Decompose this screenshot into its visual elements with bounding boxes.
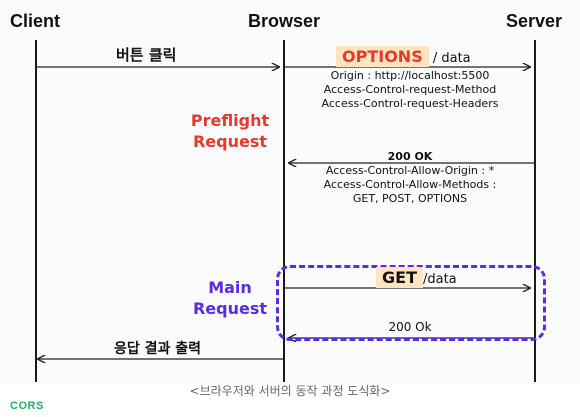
actor-client: Client [10,11,61,31]
main-request-box [276,265,546,341]
get-path: /data [422,272,457,287]
actor-browser: Browser [248,11,321,31]
options-header-origin: Origin : http://localhost:5500 [330,69,490,82]
label-options-request: OPTIONS / data [336,46,471,67]
sequence-diagram: Client Browser Server 버튼 클릭 OPTIONS / da… [10,11,563,382]
label-200-ok-main: 200 Ok [388,320,432,334]
server-lifeline [534,40,536,382]
response-header-origin: Access-Control-Allow-Origin : * [325,164,495,177]
label-button-click: 버튼 클릭 [116,46,177,64]
main-request-label: Main Request [192,278,268,318]
response-header-methods: Access-Control-Allow-Methods : [323,178,497,191]
options-headers: Origin : http://localhost:5500 Access-Co… [280,69,540,111]
label-200-ok: 200 OK [387,150,433,163]
response-headers: Access-Control-Allow-Origin : * Access-C… [280,164,540,206]
options-header-method: Access-Control-request-Method [323,83,497,96]
browser-lifeline [283,40,285,382]
options-method: OPTIONS [336,46,429,67]
response-header-method-list: GET, POST, OPTIONS [352,192,468,205]
get-method: GET [376,267,423,288]
label-get-request: GET/data [376,267,457,288]
options-header-headers: Access-Control-request-Headers [321,97,499,110]
cors-tag: CORS [10,400,44,412]
actor-server: Server [506,11,563,31]
label-output-result: 응답 결과 출력 [114,341,202,357]
diagram-caption: <브라우저와 서버의 동작 과정 도식화> [189,384,391,398]
options-path: / data [428,51,471,66]
client-lifeline [35,40,37,382]
preflight-request-label: Preflight Request [190,111,270,151]
